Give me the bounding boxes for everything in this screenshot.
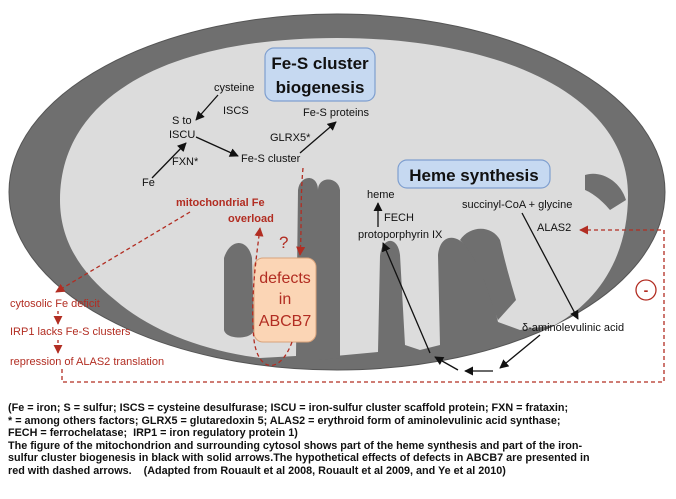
arrow-cysteine-to-iscu xyxy=(195,94,219,121)
arrow-return-c xyxy=(382,242,431,354)
label-s-to: S to xyxy=(172,115,192,127)
label-fe-s-proteins: Fe-S proteins xyxy=(303,107,370,119)
arrow-succinyl-to-ala xyxy=(521,212,579,320)
label-succinyl: succinyl-CoA + glycine xyxy=(462,199,572,211)
crista-1 xyxy=(224,243,254,338)
inhibition-circle xyxy=(635,279,657,301)
label-irp1: IRP1 lacks Fe-S clusters xyxy=(10,326,131,338)
label-minus: - xyxy=(644,282,649,298)
label-cyto-deficit: cytosolic Fe deficit xyxy=(10,298,100,310)
defects-line2: in xyxy=(279,291,291,308)
arrow-cluster-to-proteins xyxy=(299,121,337,154)
heme-title: Heme synthesis xyxy=(409,166,538,185)
red-arrow-defects-to-overload xyxy=(252,227,293,367)
label-fe: Fe xyxy=(142,177,155,189)
label-alas2: ALAS2 xyxy=(537,222,571,234)
fes-title-box xyxy=(264,47,376,102)
label-iscu: ISCU xyxy=(169,129,195,141)
label-repression: repression of ALAS2 translation xyxy=(10,356,164,368)
defects-line1: defects xyxy=(259,270,311,287)
label-mito-fe-2: overload xyxy=(228,213,274,225)
caption-line-3: FECH = ferrochelatase; IRP1 = iron regul… xyxy=(8,427,298,440)
fes-title-line1: Fe-S cluster xyxy=(271,54,369,73)
label-fxn: FXN* xyxy=(172,156,199,168)
fes-title-line2: biogenesis xyxy=(276,78,365,97)
crista-3 xyxy=(460,228,516,320)
arrow-fe-to-iscu xyxy=(151,142,187,179)
arrow-iscu-to-cluster xyxy=(195,136,239,157)
defects-line3: ABCB7 xyxy=(259,313,312,330)
arrow-return-b xyxy=(434,356,459,371)
label-fech: FECH xyxy=(384,212,414,224)
label-heme: heme xyxy=(367,189,395,201)
label-iscs: ISCS xyxy=(223,105,249,117)
label-protoporphyrin: protoporphyrin IX xyxy=(358,229,443,241)
red-arrow-overload-to-cyto xyxy=(55,211,191,293)
caption-line-5: sulfur cluster biogenesis in black with … xyxy=(8,452,590,465)
label-glrx5: GLRX5* xyxy=(270,132,311,144)
defects-box xyxy=(253,257,317,343)
crista-4 xyxy=(585,173,626,210)
caption-line-4: The figure of the mitochondrion and surr… xyxy=(8,439,583,452)
label-mito-fe-1: mitochondrial Fe xyxy=(176,197,265,209)
label-ala: δ-aminolevulinic acid xyxy=(522,322,624,334)
red-arrow-cluster-to-defects xyxy=(296,167,306,256)
label-fe-s-cluster: Fe-S cluster xyxy=(241,153,301,165)
caption-line-6: red with dashed arrows. (Adapted from Ro… xyxy=(8,464,506,477)
label-question: ? xyxy=(279,233,288,252)
heme-title-box xyxy=(397,159,551,189)
crista-2 xyxy=(318,179,340,360)
label-cysteine: cysteine xyxy=(214,82,254,94)
arrow-ala-to-return xyxy=(499,334,541,369)
red-arrow-repression-to-alas2 xyxy=(61,225,665,383)
caption-line-2: * = among others factors; GLRX5 = glutar… xyxy=(8,414,561,427)
caption-line-1: (Fe = iron; S = sulfur; ISCS = cysteine … xyxy=(8,402,569,414)
figure-caption: (Fe = iron; S = sulfur; ISCS = cysteine … xyxy=(8,402,672,478)
